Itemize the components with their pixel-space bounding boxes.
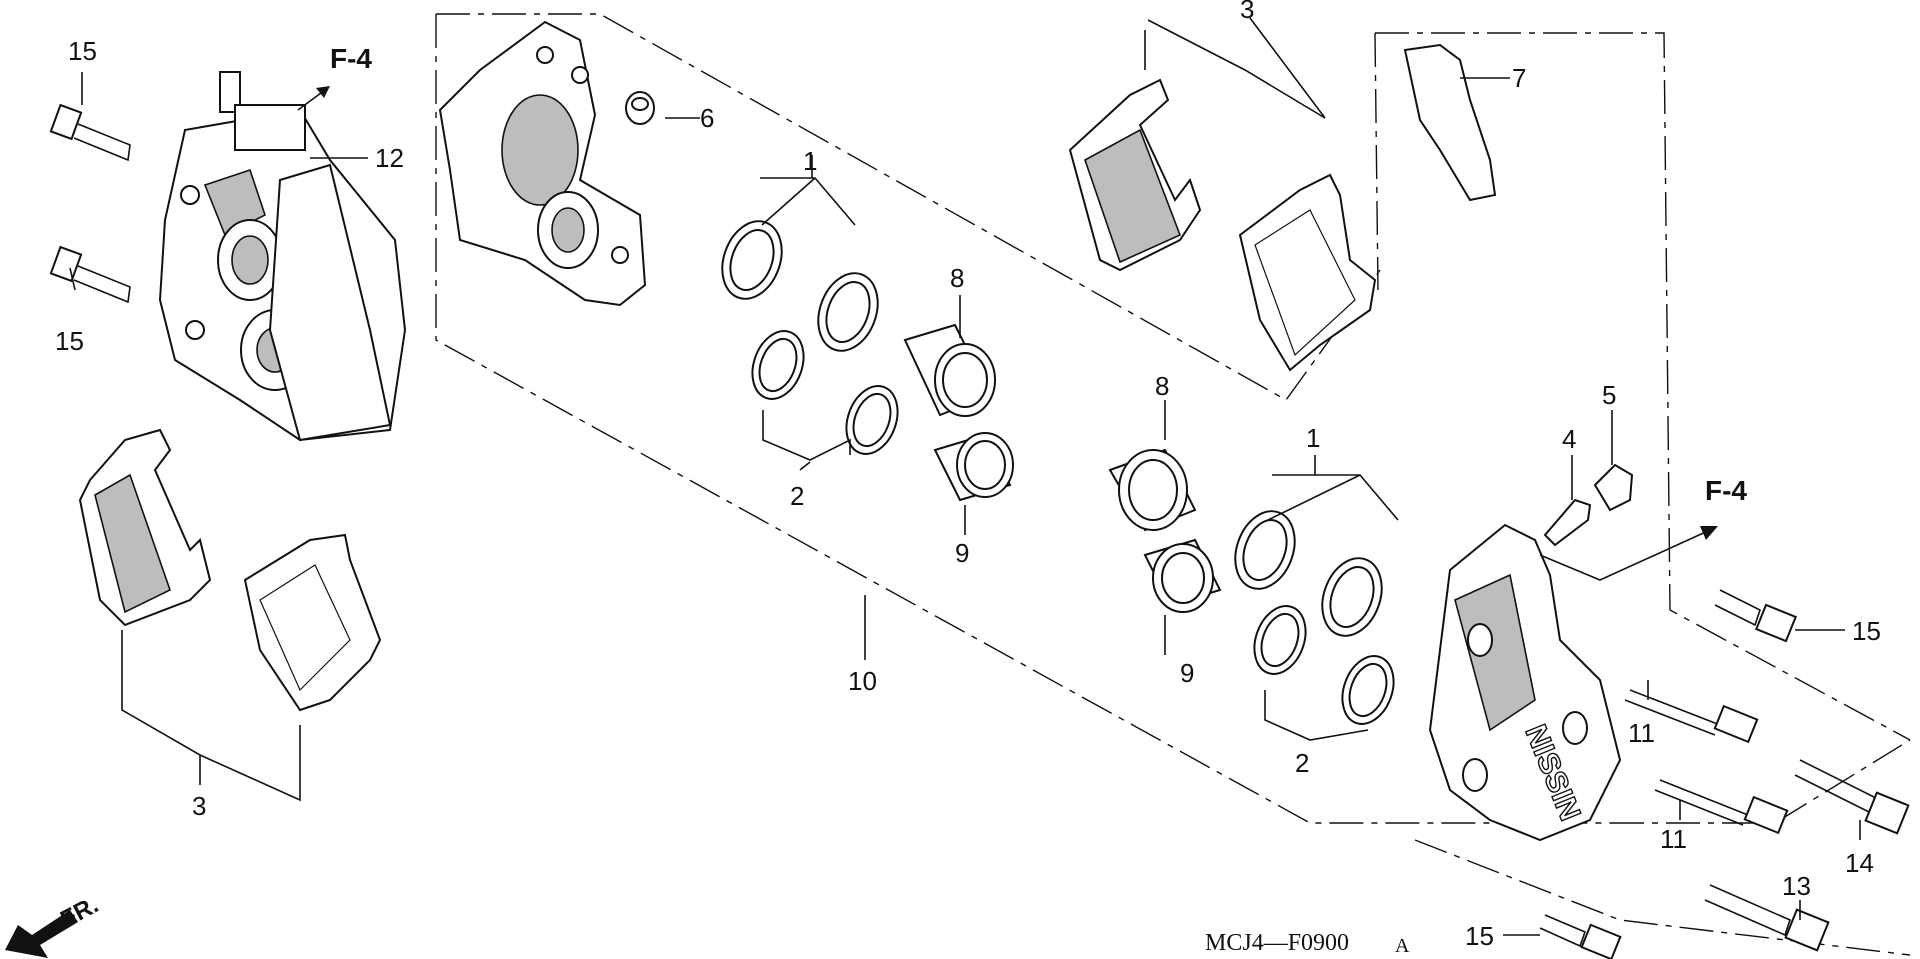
bolt-13 [1704,884,1830,952]
caliper-body-lower: NISSIN [1428,523,1622,842]
left-caliper-assembly [158,71,407,442]
callout-8-lower: 8 [1155,371,1169,401]
bolt-15-bottom [1539,914,1622,959]
caliper-body-upper [438,20,647,307]
f4-ref-right: F-4 [1705,475,1747,506]
pad-pin-11-lower [1654,779,1789,835]
f4-ref-left: F-4 [330,43,372,74]
pad-pin-11-upper [1624,689,1759,744]
pistons-upper [903,323,1014,502]
figure-code-suffix: A [1395,935,1410,957]
leader-lines [69,17,1861,936]
callout-4: 4 [1562,424,1576,454]
bleeder-cap-5 [1593,463,1634,512]
f4-arrow-left-icon [297,86,330,111]
pistons-lower [1108,448,1222,613]
callout-5: 5 [1602,380,1616,410]
callout-11-lower: 11 [1660,824,1687,854]
callout-12: 12 [375,143,404,173]
callout-11-upper: 11 [1628,718,1655,748]
bolt-15-right [1714,589,1798,643]
callout-15-bottom: 15 [1465,921,1494,951]
pad-spring-7 [1403,43,1497,202]
callout-9-lower: 9 [1180,658,1194,688]
bleed-cap-6 [625,91,655,125]
bolt-15-upper [49,103,131,162]
callout-14: 14 [1845,848,1874,878]
piston-seals-lower [1234,510,1395,725]
piston-seals-upper [721,220,899,455]
callout-labels: 15 15 12 6 1 2 8 9 3 7 3 10 8 9 1 2 4 5 … [55,0,1881,951]
callout-15-lower-left: 15 [55,326,84,356]
bolt-14 [1794,759,1910,835]
figure-code: MCJ4—F0900 [1205,930,1349,956]
callout-3-upper: 3 [1240,0,1254,24]
bolt-15-lower [49,245,131,304]
upper-brake-pads [1068,78,1377,372]
callout-2-lower: 2 [1295,748,1309,778]
bleeder-valve-4 [1543,498,1592,547]
left-brake-pads [78,428,382,712]
callout-1-upper: 1 [803,146,817,176]
callout-8-upper: 8 [950,263,964,293]
callout-2-upper: 2 [790,481,804,511]
callout-3-lower-left: 3 [192,791,206,821]
callout-10: 10 [848,666,877,696]
callout-6: 6 [700,103,714,133]
callout-1-lower: 1 [1306,423,1320,453]
front-direction-arrow-icon [5,910,78,958]
callout-15-right: 15 [1852,616,1881,646]
callout-13: 13 [1782,871,1811,901]
f4-arrow-right-icon [1539,526,1718,581]
callout-15-upper-left: 15 [68,36,97,66]
callout-9-upper: 9 [955,538,969,568]
callout-7: 7 [1512,63,1526,93]
